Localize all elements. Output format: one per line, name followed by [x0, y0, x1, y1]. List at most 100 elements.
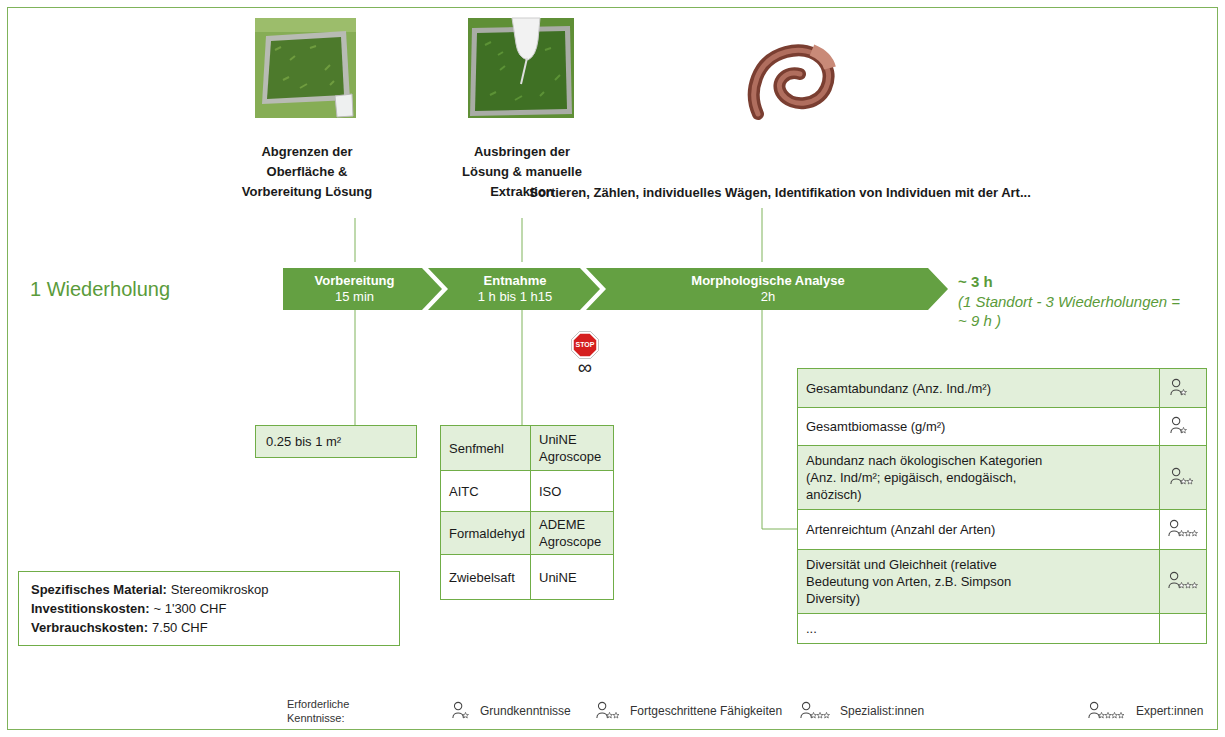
table-cell-text: ISO	[539, 483, 561, 500]
area-box: 0.25 bis 1 m²	[255, 425, 417, 458]
stop-sign-rim	[572, 332, 599, 359]
step-title: Entnahme	[484, 273, 547, 289]
area-text: 0.25 bis 1 m²	[266, 433, 406, 450]
table-cell-text: Diversität und Gleichheit (relative Bede…	[806, 556, 1051, 607]
connector-line	[762, 310, 797, 529]
table-cell-text: Gesamtabundanz (Anz. Ind./m²)	[806, 380, 991, 397]
method-table: Senfmehl UniNE AgroscopeAITC ISO Formaldehy…	[440, 425, 614, 600]
result-table: Gesamtabundanz (Anz. Ind./m²) Gesamtbioma…	[797, 368, 1207, 644]
leader-line	[355, 218, 356, 262]
legend-text: Spezialist:innen	[840, 703, 924, 719]
table-cell	[1160, 369, 1206, 407]
star-icon	[1118, 712, 1124, 718]
star-icon	[462, 712, 468, 718]
star-icon	[1105, 712, 1111, 718]
connector-line	[522, 310, 523, 425]
skill-icon	[1171, 417, 1187, 433]
table-row: Artenreichtum (Anzahl der Arten)	[798, 509, 1206, 549]
process-chevron: Entnahme1 h bis 1 h15	[428, 268, 600, 310]
table-row: Abundanz nach ökologischen Kategorien (A…	[798, 445, 1206, 509]
step-title: Vorbereitung	[315, 273, 395, 289]
star-icon	[1178, 530, 1184, 536]
star-icon	[1178, 582, 1184, 588]
photo-ground	[468, 18, 574, 118]
table-cell: UniNE Agroscope	[531, 426, 613, 470]
star-icon	[1180, 427, 1186, 433]
table-cell-text: ADEME Agroscope	[539, 516, 605, 550]
star-icon	[1180, 389, 1186, 395]
annotation-text: Sortieren, Zählen, individuelles Wägen, …	[529, 183, 1031, 203]
grass-texture	[275, 46, 334, 88]
photo-ground	[255, 18, 356, 118]
table-cell-text: Gesamtbiomasse (g/m²)	[806, 418, 945, 435]
legend-text: Grundkenntnisse	[480, 703, 571, 719]
process-chevron: Morphologische Analyse2h	[586, 268, 948, 310]
material-line: Spezifisches Material:Stereomikroskop	[31, 580, 387, 599]
knife	[521, 58, 527, 84]
chevron-shape	[283, 268, 442, 310]
table-cell	[1160, 550, 1206, 613]
step-title: Morphologische Analyse	[691, 273, 844, 289]
step-duration: 2h	[761, 289, 775, 305]
material-key: Verbrauchskosten:	[31, 620, 148, 635]
person-icon	[1171, 379, 1182, 394]
table-cell: Formaldehyd	[441, 512, 531, 554]
worm-clitellum	[812, 50, 830, 68]
table-cell-text: AITC	[449, 483, 479, 500]
person-icon	[1089, 702, 1100, 717]
star-icon	[1185, 530, 1191, 536]
photo-frame-plot	[255, 18, 356, 118]
leader-line	[762, 208, 763, 262]
material-box: Spezifisches Material:StereomikroskopInv…	[18, 571, 400, 646]
table-cell-text: UniNE	[539, 569, 577, 586]
material-value: 7.50 CHF	[152, 620, 208, 635]
table-cell	[1160, 408, 1206, 445]
table-cell: Abundanz nach ökologischen Kategorien (A…	[798, 446, 1160, 509]
worm-body	[754, 50, 829, 114]
table-cell: ADEME Agroscope	[531, 512, 613, 554]
table-cell-text: Abundanz nach ökologischen Kategorien (A…	[806, 452, 1051, 503]
annotation-text: Abgrenzen der Oberfläche & Vorbereitung …	[232, 142, 382, 202]
person-icon	[1169, 572, 1180, 587]
worm-highlight	[754, 50, 829, 114]
table-cell: ISO	[531, 471, 613, 511]
person-icon	[597, 702, 608, 717]
material-line: Verbrauchskosten: 7.50 CHF	[31, 618, 387, 637]
icon-cell-fill	[1160, 445, 1206, 509]
table-cell: Artenreichtum (Anzahl der Arten)	[798, 510, 1160, 549]
material-value: ~ 1'300 CHF	[153, 601, 226, 616]
material-value: Stereomikroskop	[171, 582, 269, 597]
stop-sign	[573, 333, 597, 357]
process-chevron: Vorbereitung15 min	[283, 268, 442, 310]
skill-icon	[1171, 379, 1187, 395]
annotation-text: 1 Wiederholung	[30, 277, 170, 301]
legend-text: Fortgeschrittene Fähigkeiten	[630, 703, 782, 719]
table-cell: ...	[798, 614, 1160, 643]
chevron-content: Morphologische Analyse2h	[586, 268, 948, 310]
star-icon	[817, 712, 823, 718]
table-cell-text: Senfmehl	[449, 440, 504, 457]
table-row: Gesamtabundanz (Anz. Ind./m²)	[798, 369, 1206, 407]
star-icon	[810, 712, 816, 718]
table-row: ...	[798, 613, 1206, 643]
gloved-hand	[512, 18, 540, 60]
chevron-content: Vorbereitung15 min	[283, 268, 442, 310]
star-icon	[823, 712, 829, 718]
connector-line	[355, 310, 356, 425]
table-row: Gesamtbiomasse (g/m²)	[798, 407, 1206, 445]
legend-icon	[597, 702, 619, 718]
star-icon	[1098, 712, 1104, 718]
annotation-text: Erforderliche Kenntnisse:	[287, 697, 362, 725]
annotation-text: ~ 3 h	[958, 272, 993, 291]
table-cell: AITC	[441, 471, 531, 511]
container	[335, 94, 353, 117]
table-row: FormaldehydADEME Agroscope	[441, 511, 613, 554]
annotation-text: STOP	[576, 341, 595, 349]
table-cell: Gesamtbiomasse (g/m²)	[798, 408, 1160, 445]
star-icon	[613, 712, 619, 718]
table-cell-text: Zwiebelsaft	[449, 569, 515, 586]
legend-text: Expert:innen	[1136, 703, 1203, 719]
person-icon	[1171, 468, 1182, 483]
table-cell: UniNE	[531, 555, 613, 599]
